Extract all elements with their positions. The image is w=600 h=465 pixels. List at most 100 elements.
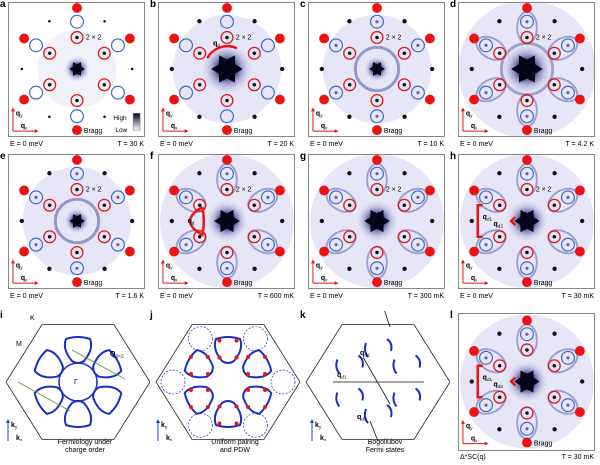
lattice-peak <box>129 218 135 224</box>
charge-order-2x2-marker <box>493 230 507 244</box>
bragg-peak <box>124 33 135 44</box>
bragg-peak <box>522 155 532 165</box>
charge-order-2x2-marker <box>193 230 207 244</box>
lattice-peak <box>497 19 502 24</box>
blue-circle-marker <box>410 237 425 252</box>
charge-order-2x2-marker <box>70 182 84 197</box>
pdw-gap-node <box>188 355 193 360</box>
fermi-pocket <box>92 385 123 415</box>
bogoliubov-arc <box>335 387 364 408</box>
qx-label-subscript: x <box>25 127 28 132</box>
colorbar-low-label: Low <box>115 127 127 134</box>
qy-label-subscript: y <box>170 114 173 119</box>
qp-label: qp <box>213 40 220 48</box>
blue-circle-marker <box>179 38 194 53</box>
qy-label: qy <box>466 423 473 431</box>
fermi-pocket <box>63 400 93 428</box>
blue-circle-marker <box>519 421 534 436</box>
charge-order-2x2-marker <box>397 198 411 212</box>
qx-label: qx <box>321 123 328 131</box>
bragg-peak <box>169 94 180 105</box>
blue-circle-marker <box>369 261 384 276</box>
caption-line-1: Fermiology under <box>57 439 113 446</box>
qy-label-subscript: y <box>470 426 473 431</box>
charge-order-2x2-marker <box>520 406 534 420</box>
bragg-peak <box>124 94 135 105</box>
pdw-folded-band <box>243 412 268 438</box>
temperature-label: T = 10 K <box>417 141 444 148</box>
bragg-label: Bragg <box>84 280 103 287</box>
blue-circle-marker <box>369 166 384 181</box>
qd1-label-subscript: d1 <box>341 375 347 381</box>
charge-order-2x2-marker <box>43 78 57 92</box>
label-2x2: 2 × 2 <box>386 186 402 193</box>
lattice-peak <box>552 19 557 24</box>
charge-order-2x2-marker <box>247 198 261 212</box>
lattice-peak <box>497 331 502 336</box>
charge-order-2x2-marker <box>547 78 561 92</box>
qd1-label: qd1 <box>483 375 493 383</box>
ky-label: ky <box>161 422 168 431</box>
blue-circle-marker <box>69 261 84 276</box>
charge-order-2x2-marker <box>70 30 84 45</box>
charge-order-2x2-marker <box>343 46 357 60</box>
charge-order-2x2-marker <box>43 46 57 60</box>
blue-circle-marker <box>479 350 494 365</box>
blue-circle-marker <box>560 350 575 365</box>
bragg-peak <box>274 94 285 105</box>
blue-circle-marker <box>260 38 275 53</box>
blue-circle-marker <box>560 237 575 252</box>
lattice-peak <box>19 218 24 224</box>
bragg-peak <box>319 33 330 44</box>
charge-order-2x2-marker <box>520 343 534 357</box>
qd2-bracket <box>509 216 517 226</box>
central-peak <box>364 209 390 233</box>
qy-label: qy <box>16 262 23 270</box>
qx-label: qx <box>21 123 28 131</box>
qx-label: qx <box>171 123 178 131</box>
blue-circle-marker <box>179 237 194 252</box>
label-2x2: 2 × 2 <box>86 34 102 41</box>
bragg-peak <box>222 3 232 13</box>
pdw-gap-node <box>217 421 222 426</box>
qd-label-subscript: d <box>192 220 195 226</box>
panel-letter: a <box>0 0 6 10</box>
panel-letter: k <box>300 310 306 321</box>
charge-order-2x2-marker <box>247 78 261 92</box>
qy-label-subscript: y <box>470 266 473 271</box>
temperature-label: T = 20 K <box>267 141 294 148</box>
lattice-peak <box>347 266 352 271</box>
charge-order-2x2-marker <box>97 198 111 212</box>
bragg-peak <box>19 94 30 105</box>
panel-letter: i <box>0 310 3 321</box>
central-peak <box>514 370 540 393</box>
blue-circle-marker <box>260 190 275 205</box>
lattice-peak <box>197 114 202 119</box>
temperature-label: T = 1.6 K <box>115 293 144 300</box>
pdw-gap-node <box>188 404 193 409</box>
kx-label-subscript: x <box>324 439 327 442</box>
lattice-peak <box>252 171 257 176</box>
pdw-folded-band <box>270 369 296 395</box>
pdw-gap-node <box>205 355 210 360</box>
pdw-gap-node <box>188 388 193 393</box>
panel-letter: e <box>0 151 6 162</box>
caption-line-2: Fermi states <box>365 447 405 454</box>
